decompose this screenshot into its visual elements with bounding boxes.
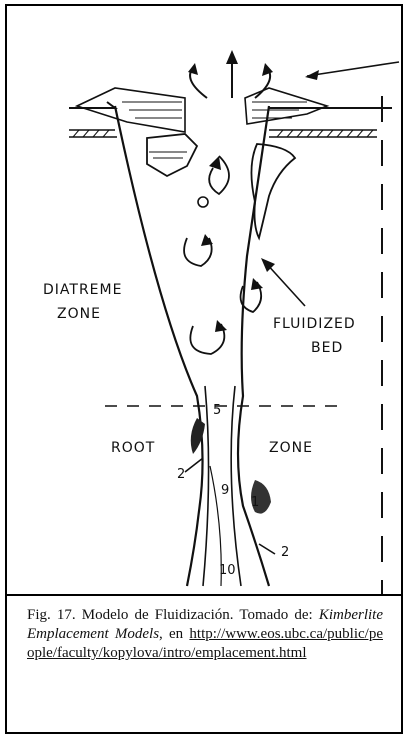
num-2-right: 2 bbox=[281, 545, 289, 560]
pipe-left-wall bbox=[115, 106, 203, 586]
label-root: ROOT bbox=[111, 440, 155, 456]
num-9: 9 bbox=[221, 483, 229, 498]
figure-frame: DIATREME ZONE FLUIDIZED BED ROOT ZONE 5 … bbox=[5, 4, 403, 734]
diatreme-diagram: DIATREME ZONE FLUIDIZED BED ROOT ZONE 5 … bbox=[7, 6, 401, 594]
label-fluidized: FLUIDIZED bbox=[273, 316, 356, 332]
block-left bbox=[147, 134, 197, 176]
label-zone-left: ZONE bbox=[57, 306, 101, 322]
num-1: 1 bbox=[251, 495, 259, 510]
pipe-right-wall bbox=[238, 106, 269, 586]
clast-zero bbox=[198, 197, 208, 207]
caption-text-1: Fig. 17. Modelo de Fluidización. Tomado … bbox=[27, 607, 319, 623]
tuff-ring-right bbox=[245, 88, 327, 124]
num-10: 10 bbox=[219, 563, 236, 578]
block-right bbox=[251, 144, 295, 238]
eruption-arrow-head bbox=[226, 50, 238, 64]
caption-text-2: , en bbox=[159, 626, 189, 642]
num-5: 5 bbox=[213, 403, 221, 418]
surface-line bbox=[69, 102, 392, 108]
num-2-left: 2 bbox=[177, 467, 185, 482]
label-zone-right: ZONE bbox=[269, 440, 313, 456]
label-diatreme: DIATREME bbox=[43, 282, 122, 298]
conduit-left bbox=[203, 386, 209, 586]
label-bed: BED bbox=[311, 340, 343, 356]
figure-caption: Fig. 17. Modelo de Fluidización. Tomado … bbox=[7, 594, 401, 732]
